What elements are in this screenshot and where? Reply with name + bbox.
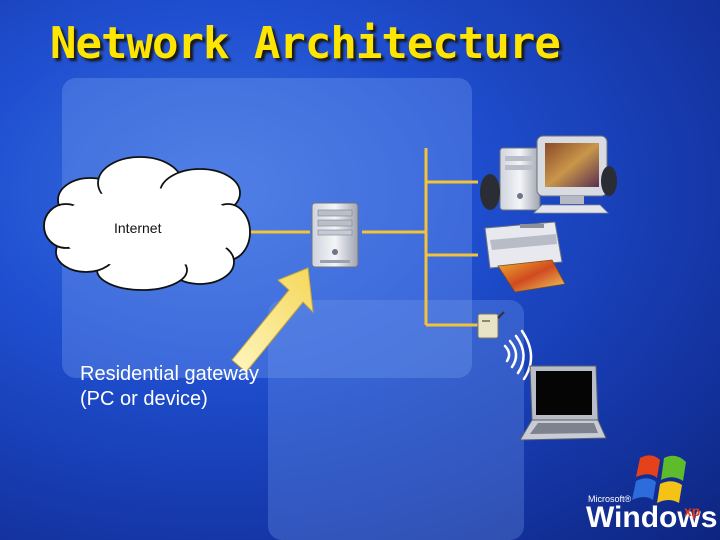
wireless-access-point-icon	[477, 311, 505, 339]
laptop-icon	[519, 365, 607, 441]
logo-xp-text: xp	[684, 503, 700, 519]
cloud-icon: Internet	[43, 156, 251, 291]
gateway-label-line2: (PC or device)	[80, 388, 208, 410]
windows-xp-logo: Microsoft® Windows xp	[586, 455, 717, 534]
page-title: Network Architecture	[50, 18, 561, 69]
cloud-label: Internet	[114, 220, 162, 236]
logo-microsoft-text: Microsoft®	[588, 494, 632, 504]
gateway-tower-icon	[311, 202, 359, 268]
background-panel-bottom	[268, 300, 524, 540]
logo-windows-text: Windows	[586, 501, 717, 534]
windows-flag-icon	[632, 455, 686, 503]
gateway-label-line1: Residential gateway	[80, 363, 259, 385]
wireless-signal-icon	[503, 329, 533, 381]
network-links	[248, 148, 478, 327]
gateway-label: Residential gateway (PC or device)	[80, 362, 320, 412]
arrow-icon	[231, 267, 314, 373]
printer-icon	[484, 221, 566, 293]
desktop-pc-icon	[480, 135, 617, 214]
